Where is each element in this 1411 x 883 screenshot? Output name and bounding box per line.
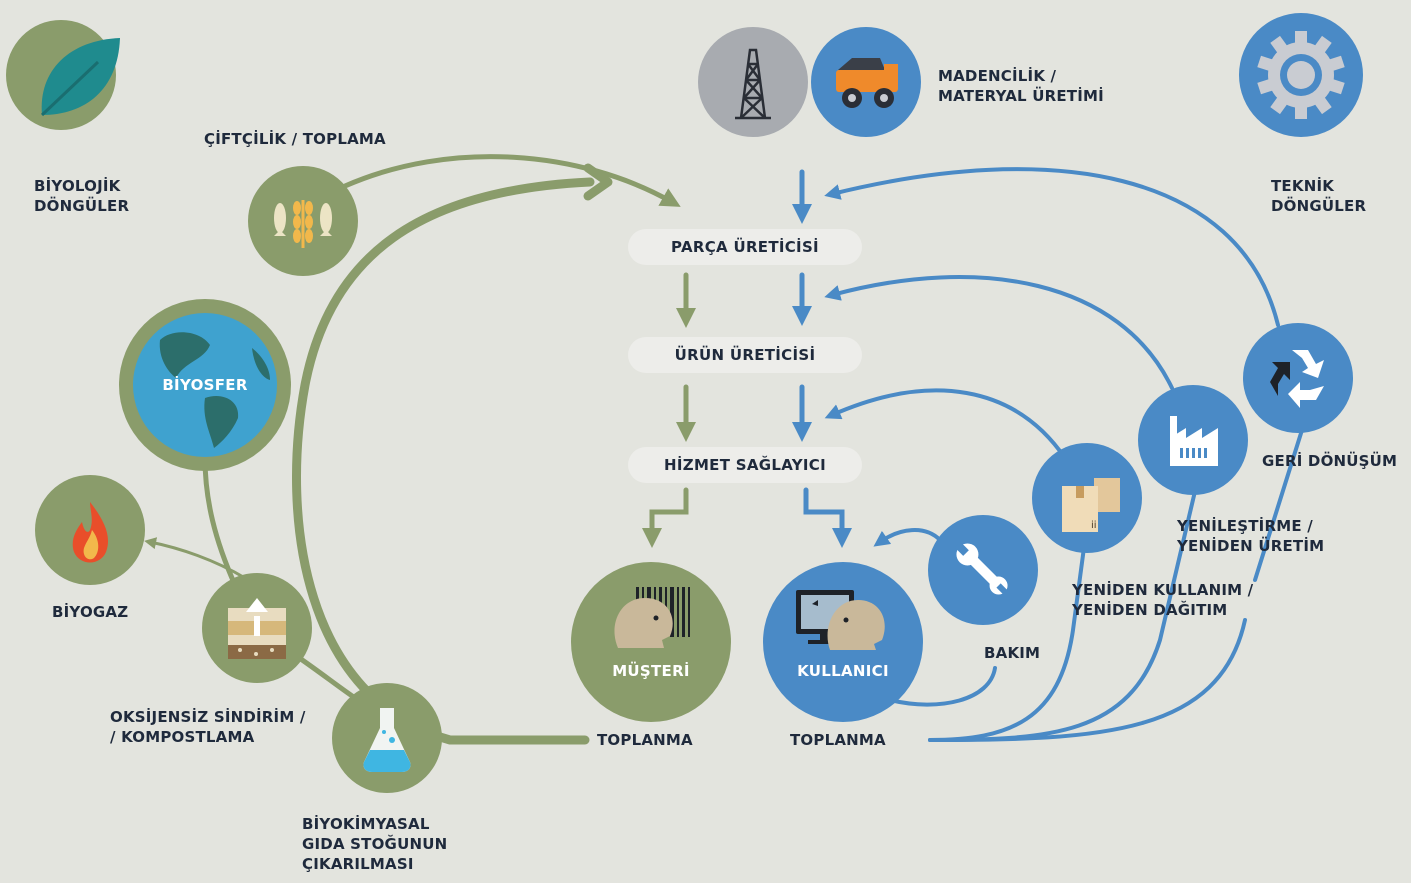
technical-flows xyxy=(792,167,1304,742)
mining-label: MADENCİLİK / MATERYAL ÜRETİMİ xyxy=(938,67,1104,105)
consumer-badge xyxy=(571,562,731,722)
collection-tech-label: TOPLANMA xyxy=(790,731,886,749)
crops-fish-icon xyxy=(274,200,332,248)
reuse-badge: ii xyxy=(1032,443,1142,553)
biosphere-label: BİYOSFER xyxy=(162,376,248,394)
stage-service-provider: HİZMET SAĞLAYICI xyxy=(628,447,862,483)
reuse-label: YENİDEN KULLANIM / YENİDEN DAĞITIM xyxy=(1072,581,1254,619)
collection-bio-label: TOPLANMA xyxy=(597,731,693,749)
refurbish-badge xyxy=(1138,385,1248,495)
person-head-icon xyxy=(827,600,885,650)
gear-icon xyxy=(1257,31,1345,119)
collection-to-recycle-a xyxy=(928,618,1247,742)
reuse-to-service xyxy=(824,388,1067,460)
svg-text:ii: ii xyxy=(1091,520,1097,531)
boxes-icon: ii xyxy=(1062,478,1120,532)
technical-cycles-label: TEKNİK DÖNGÜLER xyxy=(1271,177,1367,215)
oil-rig-badge xyxy=(698,27,808,137)
refurbish-to-product xyxy=(824,275,1174,390)
technical-cycle-badge xyxy=(1239,13,1363,137)
big-loop-arrowhead xyxy=(583,163,613,201)
refurbish-label: YENİLEŞTİRME / YENİDEN ÜRETİM xyxy=(1177,517,1325,555)
oil-rig-icon xyxy=(735,48,771,120)
biological-cycle-badge xyxy=(6,20,120,130)
biosphere-badge xyxy=(119,299,291,471)
globe-icon xyxy=(133,313,277,457)
stage-parts-manufacturer: PARÇA ÜRETİCİSİ xyxy=(628,229,862,265)
stage-product-manufacturer: ÜRÜN ÜRETİCİSİ xyxy=(628,337,862,373)
collection-to-recycle-b xyxy=(1253,428,1304,582)
maintenance-to-user xyxy=(873,528,942,547)
user-badge xyxy=(763,562,923,722)
anaerobic-label: OKSİJENSİZ SİNDİRİM / / KOMPOSTLAMA xyxy=(110,708,306,746)
mining-truck-icon xyxy=(836,58,898,108)
farming-badge xyxy=(248,166,358,276)
factory-icon xyxy=(1170,416,1218,466)
biochemical-badge xyxy=(332,683,442,793)
farming-label: ÇİFTÇİLİK / TOPLAMA xyxy=(204,130,386,148)
biogas-label: BİYOGAZ xyxy=(52,603,129,621)
biogas-arrow xyxy=(144,537,247,580)
maintenance-label: BAKIM xyxy=(984,644,1041,662)
flame-icon xyxy=(72,502,109,563)
anaerobic-badge xyxy=(202,573,312,683)
mining-truck-badge xyxy=(811,27,921,137)
person-head-icon xyxy=(614,598,673,648)
maintenance-badge xyxy=(928,515,1038,625)
recycle-icon xyxy=(1270,350,1324,408)
green-down-arrow-3 xyxy=(642,487,689,548)
recycling-badge xyxy=(1243,323,1353,433)
biochemical-label: BİYOKİMYASAL GIDA STOĞUNUN ÇIKARILMASI xyxy=(302,815,448,873)
blue-down-arrow-3 xyxy=(803,487,852,548)
flask-icon xyxy=(363,708,411,772)
user-label: KULLANICI xyxy=(797,662,889,680)
soil-layers-icon xyxy=(228,598,286,659)
farming-to-parts-arrow xyxy=(342,154,681,207)
recycle-to-parts xyxy=(824,167,1280,327)
biogas-badge xyxy=(35,475,145,585)
biological-cycles-label: BİYOLOJİK DÖNGÜLER xyxy=(34,177,130,215)
recycling-label: GERİ DÖNÜŞÜM xyxy=(1262,452,1398,470)
consumer-label: MÜŞTERİ xyxy=(612,662,690,680)
wrench-icon xyxy=(954,541,1010,597)
user-to-maintenance xyxy=(888,666,997,707)
big-return-loop xyxy=(292,177,595,745)
